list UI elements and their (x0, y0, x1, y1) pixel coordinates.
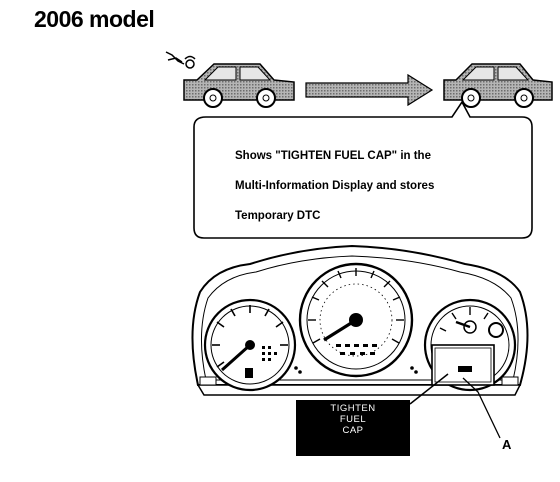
display-line-2: FUEL (339, 414, 367, 425)
tighten-fuel-cap-display: TIGHTEN FUEL CAP (296, 400, 410, 456)
callout-text: Shows "TIGHTEN FUEL CAP" in the Multi-In… (235, 141, 520, 231)
car-left-illustration (183, 63, 295, 108)
label-a-leader-line (462, 377, 501, 439)
diagram-title: 2006 model (34, 6, 155, 32)
instrument-cluster (191, 244, 529, 396)
display-line-1: TIGHTEN (330, 403, 376, 414)
car-right-illustration (443, 63, 553, 108)
display-leader-line (409, 373, 449, 405)
tachometer-gauge (203, 298, 297, 392)
fuel-temp-gauge (423, 298, 517, 392)
callout-label-a: A (502, 437, 512, 452)
callout-line-2: Multi-Information Display and stores (235, 180, 435, 192)
arrow-right-icon (305, 73, 434, 107)
display-line-3: CAP (342, 425, 364, 436)
speedometer-gauge (298, 262, 414, 378)
callout-bubble (193, 100, 533, 239)
callout-line-1: Shows "TIGHTEN FUEL CAP" in the (235, 150, 431, 162)
fuel-cap-icon (165, 51, 196, 69)
indicator-lights (294, 366, 418, 374)
callout-line-3: Temporary DTC (235, 210, 321, 222)
